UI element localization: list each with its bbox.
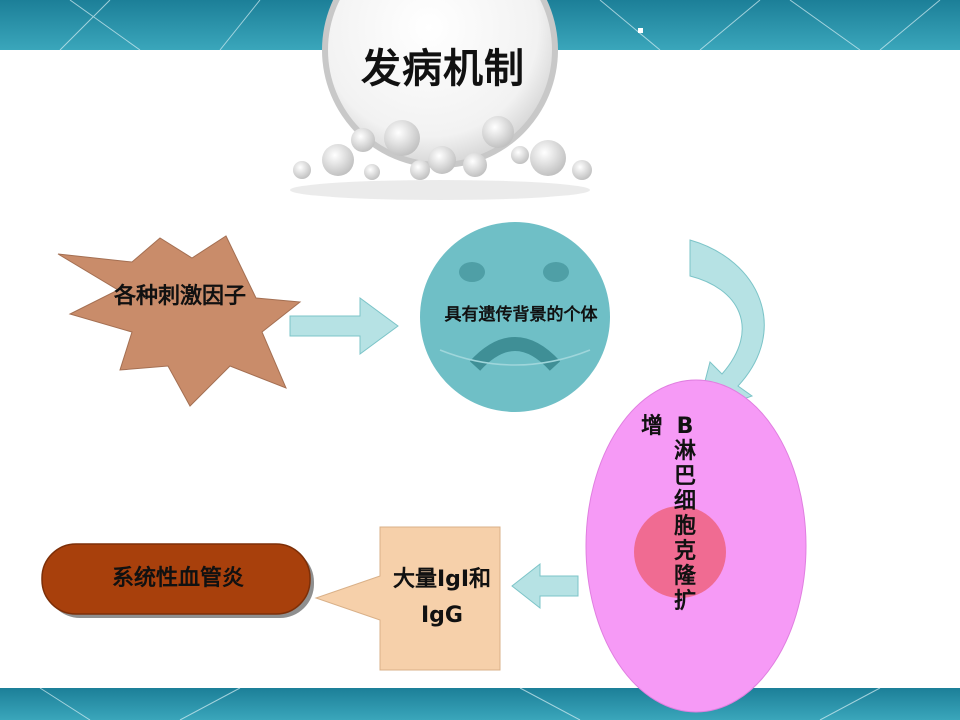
arrow-to-antibodies — [511, 562, 579, 610]
page-title: 发病机制 — [361, 46, 525, 92]
stimulus-label: 各种刺激因子 — [113, 284, 246, 309]
antibodies-label: 大量IgI和IgG — [392, 567, 492, 628]
b-cell — [585, 379, 807, 713]
disease-pill — [41, 543, 314, 618]
title-bubbles — [290, 0, 592, 200]
b-cell-label-tail: 增 — [640, 414, 663, 439]
curved-arrow-to-b-cell — [689, 239, 765, 417]
individual-label: 具有遗传背景的个体 — [444, 305, 598, 325]
footer-band — [0, 687, 960, 720]
arrow-to-individual — [289, 297, 399, 355]
stimulus-starburst — [57, 235, 302, 407]
disease-label: 系统性血管炎 — [111, 566, 244, 591]
individual-face — [420, 222, 610, 412]
antibody-shape — [314, 526, 501, 671]
b-cell-label: B淋巴细胞克隆扩 — [673, 414, 696, 614]
